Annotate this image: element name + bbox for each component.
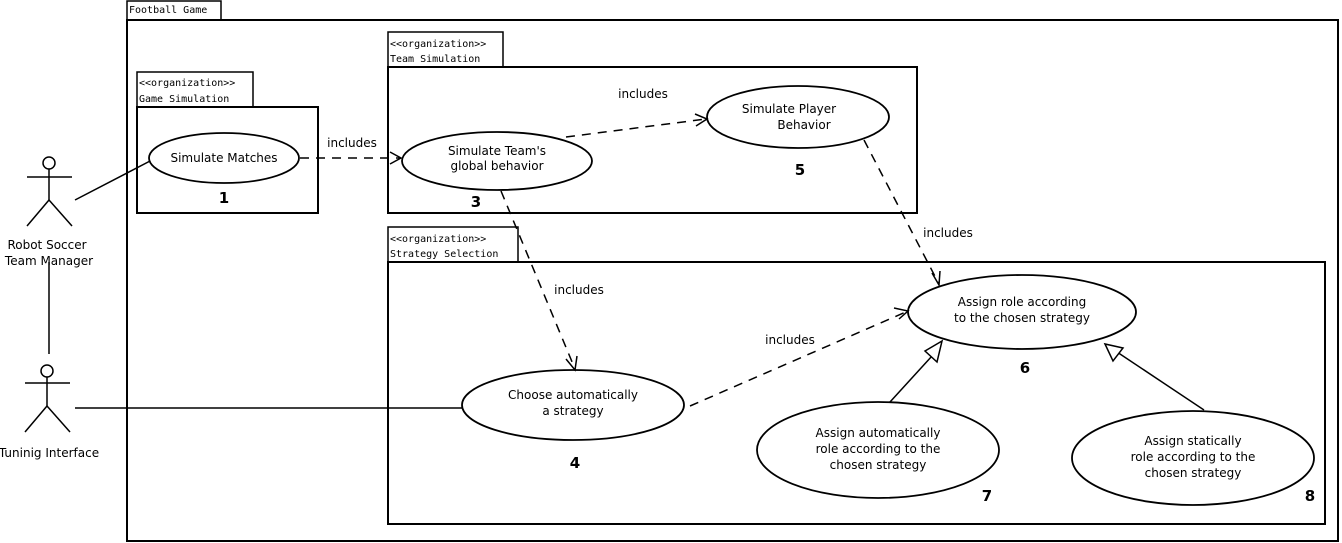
actor-label: Tuninig Interface (0, 446, 99, 460)
include-uc4-uc6: includes (689, 307, 910, 407)
use-case-simulate-team-behavior: Simulate Team's global behavior 3 (401, 131, 593, 211)
use-case-label: Choose automatically (508, 388, 638, 402)
package-tab (387, 31, 504, 68)
use-case-assign-automatically: Assign automatically role according to t… (756, 401, 1000, 505)
arrow-head-icon (694, 113, 709, 127)
package-name: Team Simulation (390, 54, 480, 65)
use-case-assign-role: Assign role according to the chosen stra… (907, 274, 1137, 377)
package-stereotype: <<organization>> (139, 78, 235, 89)
use-case-label: Assign role according (958, 295, 1086, 309)
relation-label: includes (327, 136, 377, 150)
relation-label: includes (923, 226, 973, 240)
include-uc1-uc3: includes (300, 136, 403, 165)
package-game-simulation: <<organization>> Game Simulation (136, 71, 319, 214)
package-frame (136, 106, 319, 214)
use-case-label: Assign statically (1144, 434, 1241, 448)
use-case-label: Behavior (777, 118, 830, 132)
system-boundary: Football Game (126, 0, 1339, 542)
use-case-number: 4 (570, 454, 580, 472)
use-case-label: chosen strategy (1145, 466, 1242, 480)
include-uc3-uc5: includes (565, 87, 709, 138)
use-case-assign-statically: Assign statically role according to the … (1071, 410, 1315, 506)
package-stereotype: <<organization>> (390, 39, 486, 50)
use-case-number: 5 (795, 161, 805, 179)
arrow-head-icon (565, 355, 578, 372)
use-case-label: role according to the (816, 442, 941, 456)
package-frame (387, 261, 1326, 525)
package-strategy-selection: <<organization>> Strategy Selection (387, 226, 1326, 525)
use-case-label: to the chosen strategy (954, 311, 1090, 325)
use-case-label: Simulate Team's (448, 144, 546, 158)
generalization-triangle-icon (923, 339, 944, 364)
use-case-choose-strategy: Choose automatically a strategy 4 (461, 369, 685, 472)
stick-figure-icon (26, 156, 73, 227)
use-case-label: chosen strategy (830, 458, 927, 472)
stick-figure-icon (24, 364, 71, 433)
generalization-uc8-uc6 (1103, 342, 1205, 411)
relation-label: includes (554, 283, 604, 297)
generalization-triangle-icon (1103, 342, 1125, 363)
arrow-head-icon (931, 270, 941, 288)
use-case-label: Simulate Player (742, 102, 836, 116)
generalization-uc7-uc6 (889, 339, 944, 403)
use-case-label: Simulate Matches (170, 151, 277, 165)
use-case-number: 3 (471, 193, 481, 211)
package-name: Strategy Selection (390, 249, 498, 260)
relation-label: includes (765, 333, 815, 347)
system-frame (126, 19, 1339, 542)
actor-tuning-interface: Tuninig Interface (0, 364, 99, 460)
use-case-number: 1 (219, 189, 229, 207)
actor-team-manager: Robot Soccer Team Manager (4, 156, 93, 268)
use-case-simulate-matches: Simulate Matches 1 (148, 132, 300, 207)
use-case-number: 8 (1305, 487, 1315, 505)
use-case-label: a strategy (542, 404, 603, 418)
use-case-label: role according to the (1131, 450, 1256, 464)
arrow-head-icon (389, 151, 403, 165)
arrow-head-icon (893, 307, 910, 320)
package-frame (387, 66, 918, 214)
actor-label: Team Manager (4, 254, 93, 268)
relation-label: includes (618, 87, 668, 101)
package-stereotype: <<organization>> (390, 234, 486, 245)
use-case-label: global behavior (450, 159, 543, 173)
include-uc3-uc4: includes (500, 190, 604, 372)
association-manager-uc1 (74, 159, 153, 201)
use-case-number: 7 (982, 487, 992, 505)
package-tab (136, 71, 254, 108)
actor-label: Robot Soccer (7, 238, 86, 252)
use-case-label: Assign automatically (816, 426, 941, 440)
system-title: Football Game (129, 5, 207, 16)
package-team-simulation: <<organization>> Team Simulation (387, 31, 918, 214)
use-case-number: 6 (1020, 359, 1030, 377)
include-uc5-uc6: includes (863, 139, 973, 288)
use-case-simulate-player-behavior: Simulate Player Behavior 5 (706, 85, 890, 179)
package-name: Game Simulation (139, 94, 229, 105)
